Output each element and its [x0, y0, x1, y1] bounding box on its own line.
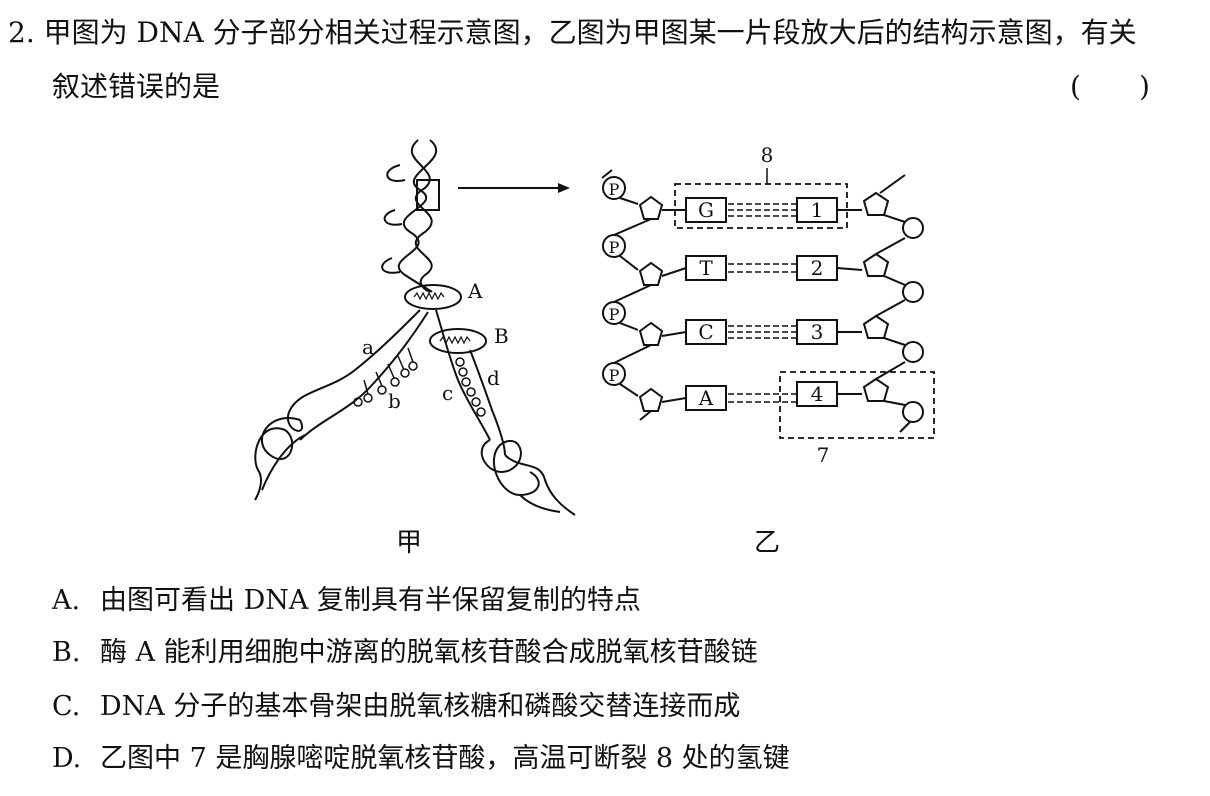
sugar-right-1 [862, 191, 890, 216]
label-8: 8 [761, 143, 774, 167]
option-a-text: 由图可看出 DNA 复制具有半保留复制的特点 [100, 585, 641, 616]
helix-top-strand-2 [410, 139, 433, 293]
label-strand-b: b [388, 389, 401, 413]
strand-a [287, 309, 421, 432]
base-label-1: 1 [811, 198, 824, 222]
phosphate-label-1: P [609, 180, 620, 199]
strand-c [435, 309, 491, 441]
sugar-left-2 [638, 261, 664, 286]
strand-d [469, 349, 506, 456]
sugar-right-3 [862, 314, 890, 339]
base-label-4: 4 [811, 382, 824, 406]
option-b-letter: B. [52, 637, 81, 668]
enzyme-b [429, 328, 487, 354]
label-strand-c: c [442, 381, 453, 405]
question-stem-line-2: 叙述错误的是 [52, 70, 221, 103]
figure-yi-caption: 乙 [754, 528, 781, 558]
sugar-left-3 [638, 321, 664, 346]
label-strand-a: a [362, 335, 374, 359]
left-coil [254, 417, 301, 501]
question-line-1: 2. 甲图为 DNA 分子部分相关过程示意图，乙图为甲图某一片段放大后的结构示意… [8, 16, 1137, 50]
label-7: 7 [817, 443, 830, 467]
question-number: 2. [8, 16, 35, 49]
answer-paren-right: ) [1138, 70, 1150, 103]
option-c-text: DNA 分子的基本骨架由脱氧核糖和磷酸交替连接而成 [100, 691, 741, 722]
base-label-g: G [698, 198, 714, 222]
label-enzyme-a: A [467, 279, 483, 303]
fragment-box [416, 179, 440, 211]
option-a: A. 由图可看出 DNA 复制具有半保留复制的特点 [52, 584, 641, 618]
base-box-a [685, 385, 727, 411]
figure-jia-caption: 甲 [396, 528, 423, 558]
phosphate-1 [602, 176, 626, 200]
figure-yi [601, 168, 935, 439]
question-stem-line-1: 甲图为 DNA 分子部分相关过程示意图，乙图为甲图某一片段放大后的结构示意图，有… [43, 16, 1137, 49]
helix-top-loop-3 [381, 257, 401, 274]
right-coil [480, 439, 540, 497]
label-strand-d: d [487, 366, 500, 390]
strand-b [299, 311, 429, 441]
dashed-box-8 [674, 183, 848, 229]
enzyme-a [404, 284, 462, 310]
figure-jia [254, 139, 576, 516]
option-d-letter: D. [52, 743, 82, 774]
base-label-2: 2 [811, 256, 824, 280]
sugar-left-4 [638, 387, 664, 412]
hydrogen-bonds [728, 203, 796, 403]
helix-top-loop-1 [386, 164, 406, 182]
right-backbone [836, 174, 924, 433]
base-label-t: T [699, 256, 713, 280]
sugar-left-1 [638, 195, 664, 220]
phosphate-label-3: P [609, 305, 620, 324]
option-c: C. DNA 分子的基本骨架由脱氧核糖和磷酸交替连接而成 [52, 690, 740, 724]
sugar-right-4 [862, 377, 890, 402]
left-backbone [601, 169, 687, 421]
phosphate-label-2: P [609, 238, 620, 257]
option-b: B. 酶 A 能利用细胞中游离的脱氧核苷酸合成脱氧核苷酸链 [52, 636, 758, 670]
base-label-c: C [698, 320, 713, 344]
answer-paren-left: ( [1070, 70, 1081, 103]
base-box-g [685, 197, 727, 223]
base-box-t [685, 255, 727, 281]
base-label-3: 3 [811, 320, 824, 344]
option-d-text: 乙图中 7 是胸腺嘧啶脱氧核苷酸，高温可断裂 8 处的氢键 [100, 743, 790, 774]
base-box-c [685, 319, 727, 345]
option-c-letter: C. [52, 691, 81, 722]
sugar-right-2 [862, 252, 890, 277]
option-d: D. 乙图中 7 是胸腺嘧啶脱氧核苷酸，高温可断裂 8 处的氢键 [52, 742, 790, 776]
option-b-text: 酶 A 能利用细胞中游离的脱氧核苷酸合成脱氧核苷酸链 [100, 637, 758, 668]
answer-blank: () [1070, 70, 1150, 103]
helix-top-loop-2 [383, 209, 403, 226]
option-a-letter: A. [52, 585, 81, 616]
base-label-a: A [698, 386, 714, 410]
label-enzyme-b: B [494, 324, 509, 348]
helix-top-strand-1 [397, 139, 438, 293]
phosphate-label-4: P [609, 366, 620, 385]
